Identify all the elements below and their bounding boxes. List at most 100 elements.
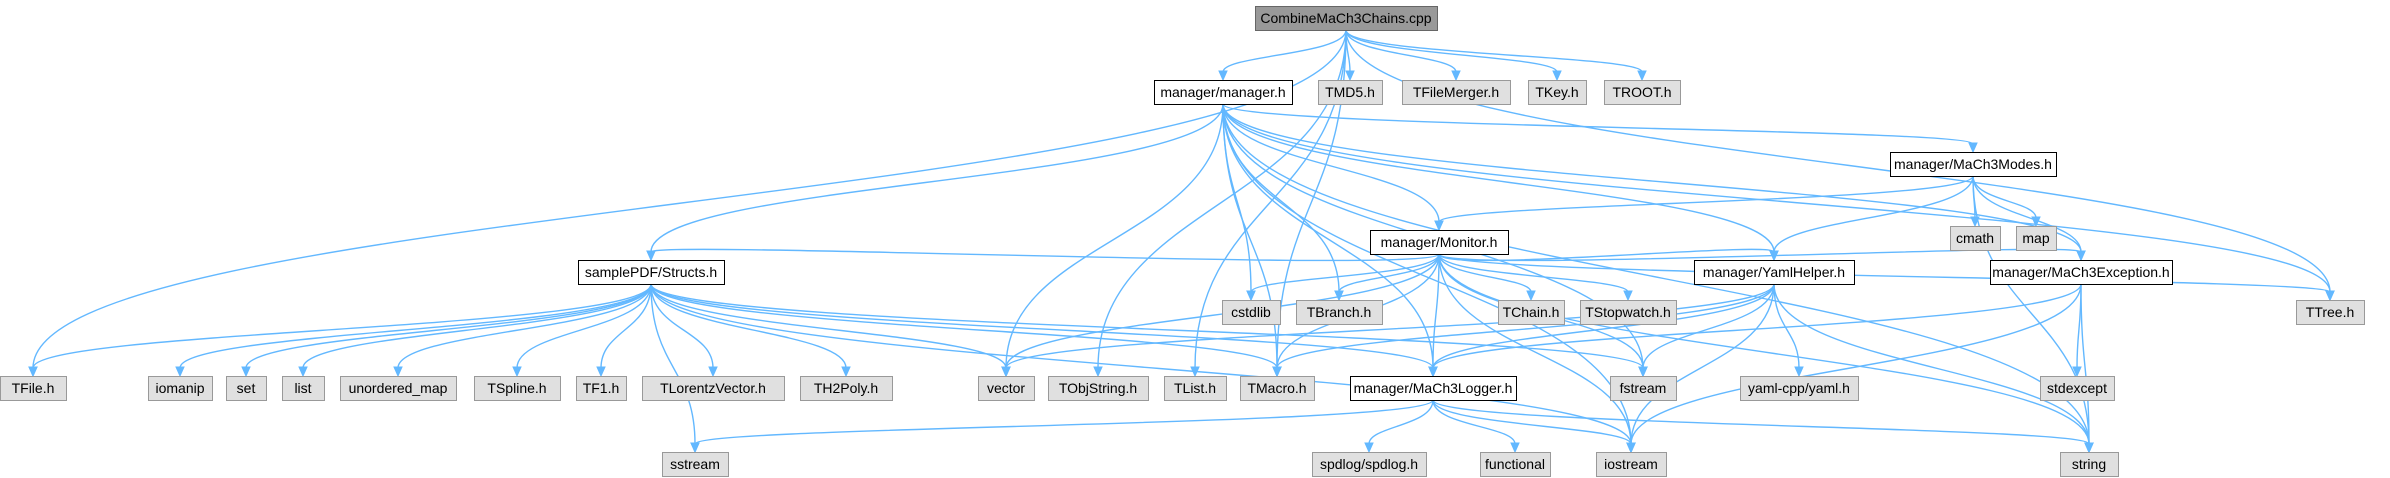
node-box-fstream [1610, 376, 1677, 401]
node-tmd5: TMD5.h [1318, 80, 1383, 105]
node-tchain: TChain.h [1498, 300, 1565, 325]
node-box-tspline [474, 376, 561, 401]
edge-yaml-to-string [1773, 283, 2090, 445]
node-label-cstdlib: cstdlib [1231, 304, 1271, 320]
node-label-structs: samplePDF/Structs.h [585, 264, 717, 280]
node-yaml[interactable]: manager/YamlHelper.h [1694, 260, 1855, 285]
edges-layer [28, 29, 2335, 454]
node-box-th2poly [800, 376, 893, 401]
node-box-list [282, 376, 325, 401]
arrowhead-structs-to-set [241, 366, 251, 378]
node-logger[interactable]: manager/MaCh3Logger.h [1350, 376, 1517, 401]
node-tstopwatch: TStopwatch.h [1580, 300, 1677, 325]
edge-structs-to-tspline [516, 283, 652, 369]
node-box-cstdlib [1222, 300, 1281, 325]
node-tbranch: TBranch.h [1296, 300, 1383, 325]
node-modes[interactable]: manager/MaCh3Modes.h [1890, 152, 2057, 177]
edge-structs-to-tfile [32, 283, 652, 369]
edge-logger-to-sstream [694, 399, 1434, 445]
node-cmath: cmath [1950, 226, 2001, 251]
edge-manager-to-string [1222, 103, 2090, 445]
edge-combine-to-tfilemerger [1345, 29, 1457, 73]
node-label-functional: functional [1485, 456, 1545, 472]
node-box-vector [978, 376, 1035, 401]
arrowhead-structs-to-tlv [708, 366, 718, 378]
edge-exception-to-iostream [1630, 283, 2082, 445]
node-umap: unordered_map [340, 376, 457, 401]
edge-structs-to-umap [397, 283, 652, 369]
arrowhead-logger-to-iostream [1626, 442, 1636, 454]
node-list: list [282, 376, 325, 401]
node-box-manager [1154, 80, 1293, 105]
node-exception[interactable]: manager/MaCh3Exception.h [1990, 260, 2173, 285]
edge-modes-to-monitor [1438, 175, 1974, 223]
node-label-manager: manager/manager.h [1160, 84, 1285, 100]
edge-monitor-to-tbranch [1338, 253, 1440, 293]
node-box-sstream [662, 452, 729, 477]
node-label-string: string [2072, 456, 2106, 472]
node-box-ttree [2296, 300, 2365, 325]
node-set: set [226, 376, 267, 401]
node-tfilemerger: TFileMerger.h [1402, 80, 1511, 105]
edge-logger-to-iostream [1432, 399, 1632, 445]
node-structs[interactable]: samplePDF/Structs.h [578, 260, 725, 285]
node-vector: vector [978, 376, 1035, 401]
node-monitor[interactable]: manager/Monitor.h [1370, 230, 1509, 255]
node-box-functional [1480, 452, 1551, 477]
edge-manager-to-vector [1005, 103, 1224, 369]
edge-exception-to-string [2080, 283, 2090, 445]
node-stdexcept: stdexcept [2040, 376, 2115, 401]
node-th2poly: TH2Poly.h [800, 376, 893, 401]
edge-manager-to-structs [650, 103, 1224, 253]
node-label-combine: CombineMaCh3Chains.cpp [1260, 10, 1431, 26]
edge-structs-to-list [302, 283, 652, 369]
node-label-logger: manager/MaCh3Logger.h [1354, 380, 1513, 396]
edge-combine-to-troot [1345, 29, 1643, 73]
edge-yaml-to-fstream [1642, 283, 1775, 369]
edge-monitor-to-iostream [1438, 253, 1632, 445]
edge-structs-to-vector [650, 283, 1007, 369]
node-tkey: TKey.h [1528, 80, 1587, 105]
edge-monitor-to-tchain [1438, 253, 1532, 293]
arrowhead-structs-to-umap [393, 366, 403, 378]
edge-combine-to-tfile [32, 29, 1347, 369]
node-label-umap: unordered_map [349, 380, 448, 396]
node-box-tmacro [1240, 376, 1315, 401]
arrowhead-structs-to-list [298, 366, 308, 378]
node-box-monitor [1370, 230, 1509, 255]
node-label-list: list [294, 380, 311, 396]
node-label-troot: TROOT.h [1612, 84, 1671, 100]
node-box-map [2016, 226, 2057, 251]
node-combine[interactable]: CombineMaCh3Chains.cpp [1255, 6, 1438, 31]
node-label-modes: manager/MaCh3Modes.h [1894, 156, 2052, 172]
arrowhead-structs-to-tfile [28, 366, 38, 378]
edge-modes-to-yaml [1773, 175, 1974, 253]
edge-monitor-to-logger [1432, 253, 1440, 369]
node-tobjstring: TObjString.h [1048, 376, 1149, 401]
arrowhead-monitor-to-structs [646, 250, 656, 262]
node-box-cmath [1950, 226, 2001, 251]
node-box-tstopwatch [1580, 300, 1677, 325]
edge-logger-to-functional [1432, 399, 1516, 445]
node-label-sstream: sstream [670, 456, 720, 472]
arrowhead-combine-to-troot [1637, 70, 1647, 82]
node-troot: TROOT.h [1604, 80, 1681, 105]
arrowhead-exception-to-stdexcept [2072, 366, 2082, 378]
edge-modes-to-exception [1972, 175, 2082, 253]
node-box-modes [1890, 152, 2057, 177]
node-tspline: TSpline.h [474, 376, 561, 401]
node-manager[interactable]: manager/manager.h [1154, 80, 1293, 105]
node-fstream: fstream [1610, 376, 1677, 401]
node-label-tstopwatch: TStopwatch.h [1585, 304, 1671, 320]
edge-exception-to-logger [1432, 283, 2082, 369]
node-label-yaml: manager/YamlHelper.h [1703, 264, 1845, 280]
arrowhead-modes-to-monitor [1434, 220, 1444, 232]
node-spdlog: spdlog/spdlog.h [1312, 452, 1427, 477]
node-box-iomanip [148, 376, 213, 401]
node-string: string [2060, 452, 2119, 477]
node-label-tmd5: TMD5.h [1325, 84, 1375, 100]
edge-monitor-to-structs [650, 248, 1440, 262]
node-box-umap [340, 376, 457, 401]
